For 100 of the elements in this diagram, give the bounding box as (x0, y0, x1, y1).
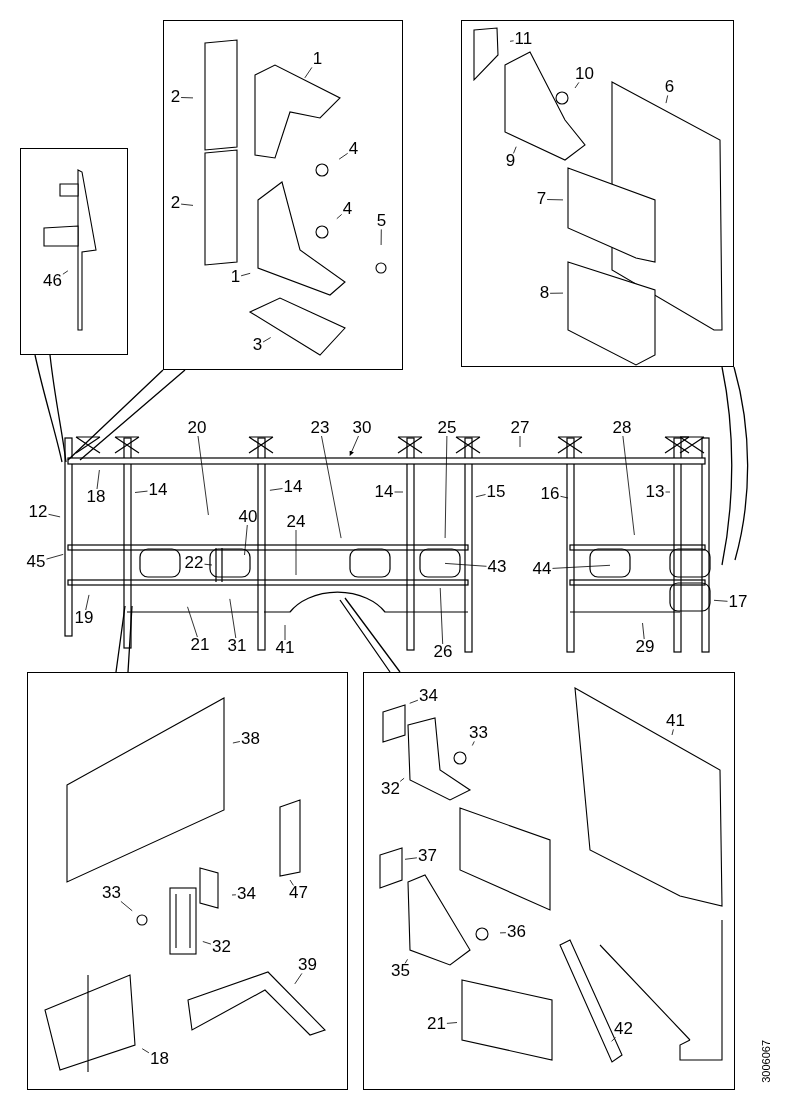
callout-number: 21 (190, 636, 210, 654)
leader-line (574, 82, 580, 89)
leader-line (229, 598, 237, 639)
callout-number: 39 (297, 956, 317, 975)
callout-number: 1 (312, 50, 323, 69)
detail-panel (27, 672, 348, 1090)
callout-number: 9 (505, 152, 516, 171)
leader-line (134, 490, 148, 493)
callout-number: 34 (236, 885, 256, 904)
callout-number: 19 (74, 609, 94, 627)
leader-line (380, 229, 382, 246)
callout-number: 29 (635, 638, 655, 656)
leader-line (197, 435, 209, 516)
leader-line (665, 491, 671, 493)
callout-number: 43 (487, 558, 507, 576)
leader-line (509, 40, 514, 42)
leader-line (519, 435, 521, 448)
callout-number: 25 (437, 419, 457, 437)
callout-number: 22 (184, 554, 204, 572)
leader-line (202, 941, 212, 945)
callout-number: 4 (348, 140, 359, 159)
leader-line (552, 564, 611, 569)
leader-line (338, 152, 349, 160)
leader-line (439, 587, 444, 645)
callout-number: 46 (42, 272, 62, 291)
callout-number: 2 (170, 88, 181, 107)
leader-line (304, 67, 313, 79)
detail-pointer-line (115, 605, 133, 673)
leader-line (446, 1022, 458, 1024)
leader-line (244, 524, 248, 556)
callout-number: 30 (352, 419, 372, 437)
callout-number: 13 (645, 483, 665, 501)
callout-number: 14 (374, 483, 394, 501)
leader-line (665, 95, 669, 104)
leader-line (399, 777, 405, 782)
leader-line (444, 435, 448, 539)
callout-number: 18 (86, 488, 106, 506)
leader-line (560, 495, 569, 499)
callout-number: 24 (286, 513, 306, 531)
callout-number: 18 (149, 1050, 169, 1069)
callout-number: 40 (238, 508, 258, 526)
callout-number: 20 (187, 419, 207, 437)
leader-line (240, 272, 251, 277)
leader-line (289, 879, 294, 886)
callout-number: 15 (486, 483, 506, 501)
leader-line (295, 529, 297, 576)
detail-panel (20, 148, 128, 355)
callout-number: 6 (664, 78, 675, 97)
callout-number: 28 (612, 419, 632, 437)
detail-pointer-line (67, 369, 186, 461)
leader-line (549, 292, 564, 294)
leader-line (642, 622, 645, 640)
leader-line (141, 1048, 150, 1054)
leader-line (231, 894, 237, 896)
callout-number: 27 (510, 419, 530, 437)
leader-line (471, 741, 475, 746)
leader-line (513, 146, 517, 154)
leader-line (336, 214, 343, 220)
callout-number: 35 (390, 962, 410, 981)
leader-line (232, 741, 241, 744)
leader-line (262, 337, 272, 343)
leader-line (409, 699, 419, 704)
callout-number: 47 (288, 884, 308, 903)
callout-number: 7 (536, 190, 547, 209)
leader-line (394, 491, 404, 493)
leader-line (713, 599, 728, 602)
leader-line (180, 203, 194, 206)
callout-number: 17 (728, 593, 748, 611)
callout-number: 12 (28, 503, 48, 521)
callout-number: 4 (342, 200, 353, 219)
leader-line (120, 901, 133, 912)
callout-number: 2 (170, 194, 181, 213)
leader-line (46, 554, 64, 560)
leader-line (611, 1037, 616, 1042)
detail-pointer-line (34, 354, 67, 463)
leader-line (85, 594, 90, 611)
leader-line (622, 435, 635, 536)
leader-line (180, 97, 194, 99)
callout-number: 36 (506, 923, 526, 942)
callout-number: 37 (417, 847, 437, 866)
callout-number: 23 (310, 419, 330, 437)
callout-number: 44 (532, 560, 552, 578)
leader-line (671, 729, 674, 736)
callout-number: 34 (418, 687, 438, 706)
leader-line (204, 563, 213, 566)
callout-number: 21 (426, 1015, 446, 1034)
callout-number: 41 (275, 639, 295, 657)
leader-line (499, 932, 507, 934)
callout-number: 8 (539, 284, 550, 303)
callout-number: 32 (380, 780, 400, 799)
callout-number: 45 (26, 553, 46, 571)
drawing-number: 3006067 (760, 1040, 772, 1083)
callout-number: 33 (468, 724, 488, 743)
callout-number: 5 (376, 212, 387, 231)
leader-line (284, 624, 286, 641)
leader-line (294, 973, 303, 985)
detail-panel (163, 20, 403, 370)
detail-pointer-line (721, 366, 749, 566)
leader-line (62, 270, 69, 275)
leader-line (444, 563, 487, 567)
